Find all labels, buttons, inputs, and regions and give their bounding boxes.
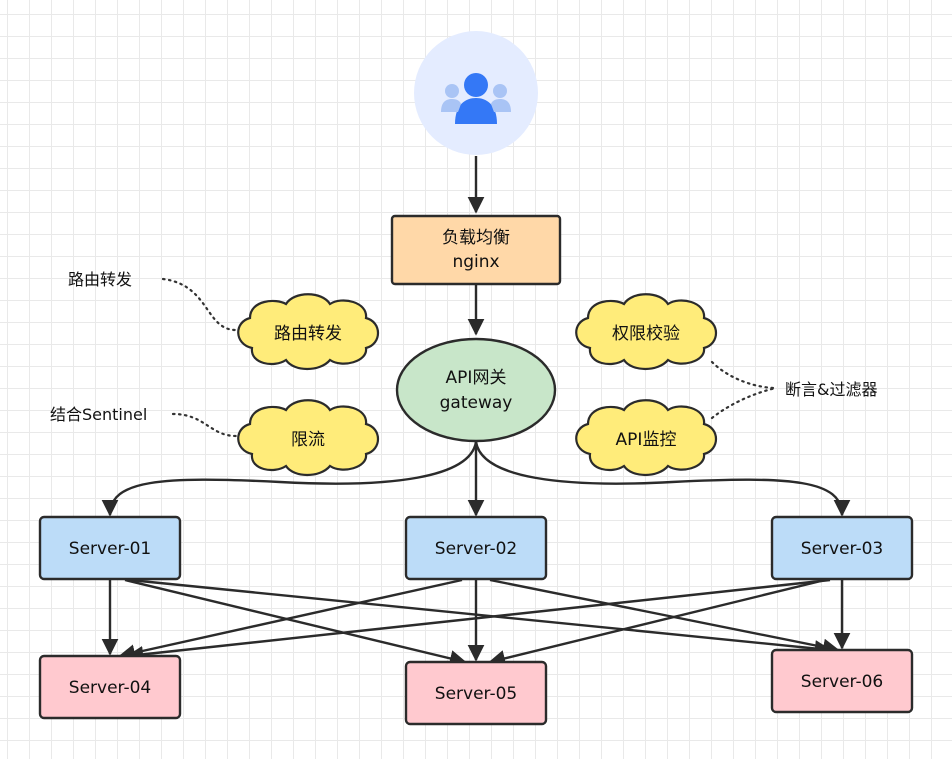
client-node	[414, 31, 538, 155]
server-02-node: Server-02	[404, 515, 548, 581]
edge-server02-to-server04	[118, 578, 463, 661]
server-01-node: Server-01	[38, 515, 182, 581]
edge-server02-to-server06	[489, 578, 840, 656]
cloud-rate-limit: 限流	[237, 399, 380, 477]
server-06-node: Server-06	[770, 648, 914, 714]
cloud-rate-limit-label: 限流	[291, 430, 325, 450]
cloud-routing: 路由转发	[237, 293, 380, 371]
gateway-subtitle: gateway	[440, 393, 513, 413]
edge-server01-to-server05	[124, 578, 467, 667]
load-balancer-title: 负载均衡	[442, 228, 510, 248]
annotation-links	[161, 277, 778, 438]
gateway-title: API网关	[446, 368, 507, 388]
edge-server03-to-server04	[126, 578, 831, 663]
cloud-monitor-label: API监控	[616, 430, 677, 450]
gateway-node: API网关 gateway	[395, 337, 557, 443]
dotted-link-monitor	[710, 386, 778, 420]
server-01-label: Server-01	[69, 539, 151, 559]
cloud-monitor: API监控	[575, 399, 718, 477]
edge-gateway-to-server03	[474, 441, 851, 517]
cloud-routing-label: 路由转发	[274, 324, 342, 344]
server-03-label: Server-03	[801, 539, 883, 559]
load-balancer-node: 负载均衡 nginx	[390, 214, 562, 286]
connectors	[101, 156, 851, 667]
users-icon	[441, 73, 511, 124]
annotation-sentinel: 结合Sentinel	[50, 405, 147, 424]
edge-gateway-to-server01	[101, 441, 478, 517]
cloud-auth: 权限校验	[575, 293, 718, 371]
server-05-node: Server-05	[404, 660, 548, 726]
server-05-label: Server-05	[435, 684, 517, 704]
dotted-link-sentinel	[171, 412, 238, 438]
load-balancer-subtitle: nginx	[452, 252, 499, 272]
dotted-link-auth	[710, 360, 778, 390]
server-02-label: Server-02	[435, 539, 517, 559]
server-03-node: Server-03	[770, 515, 914, 581]
edge-server03-to-server05	[488, 578, 826, 667]
server-06-label: Server-06	[801, 672, 883, 692]
cloud-auth-label: 权限校验	[612, 324, 680, 344]
annotation-routing: 路由转发	[68, 270, 132, 289]
annotation-predicates: 断言&过滤器	[785, 380, 877, 399]
dotted-link-routing	[161, 277, 238, 332]
server-04-label: Server-04	[69, 678, 151, 698]
edge-server01-to-server06	[129, 578, 832, 657]
server-04-node: Server-04	[38, 654, 182, 720]
